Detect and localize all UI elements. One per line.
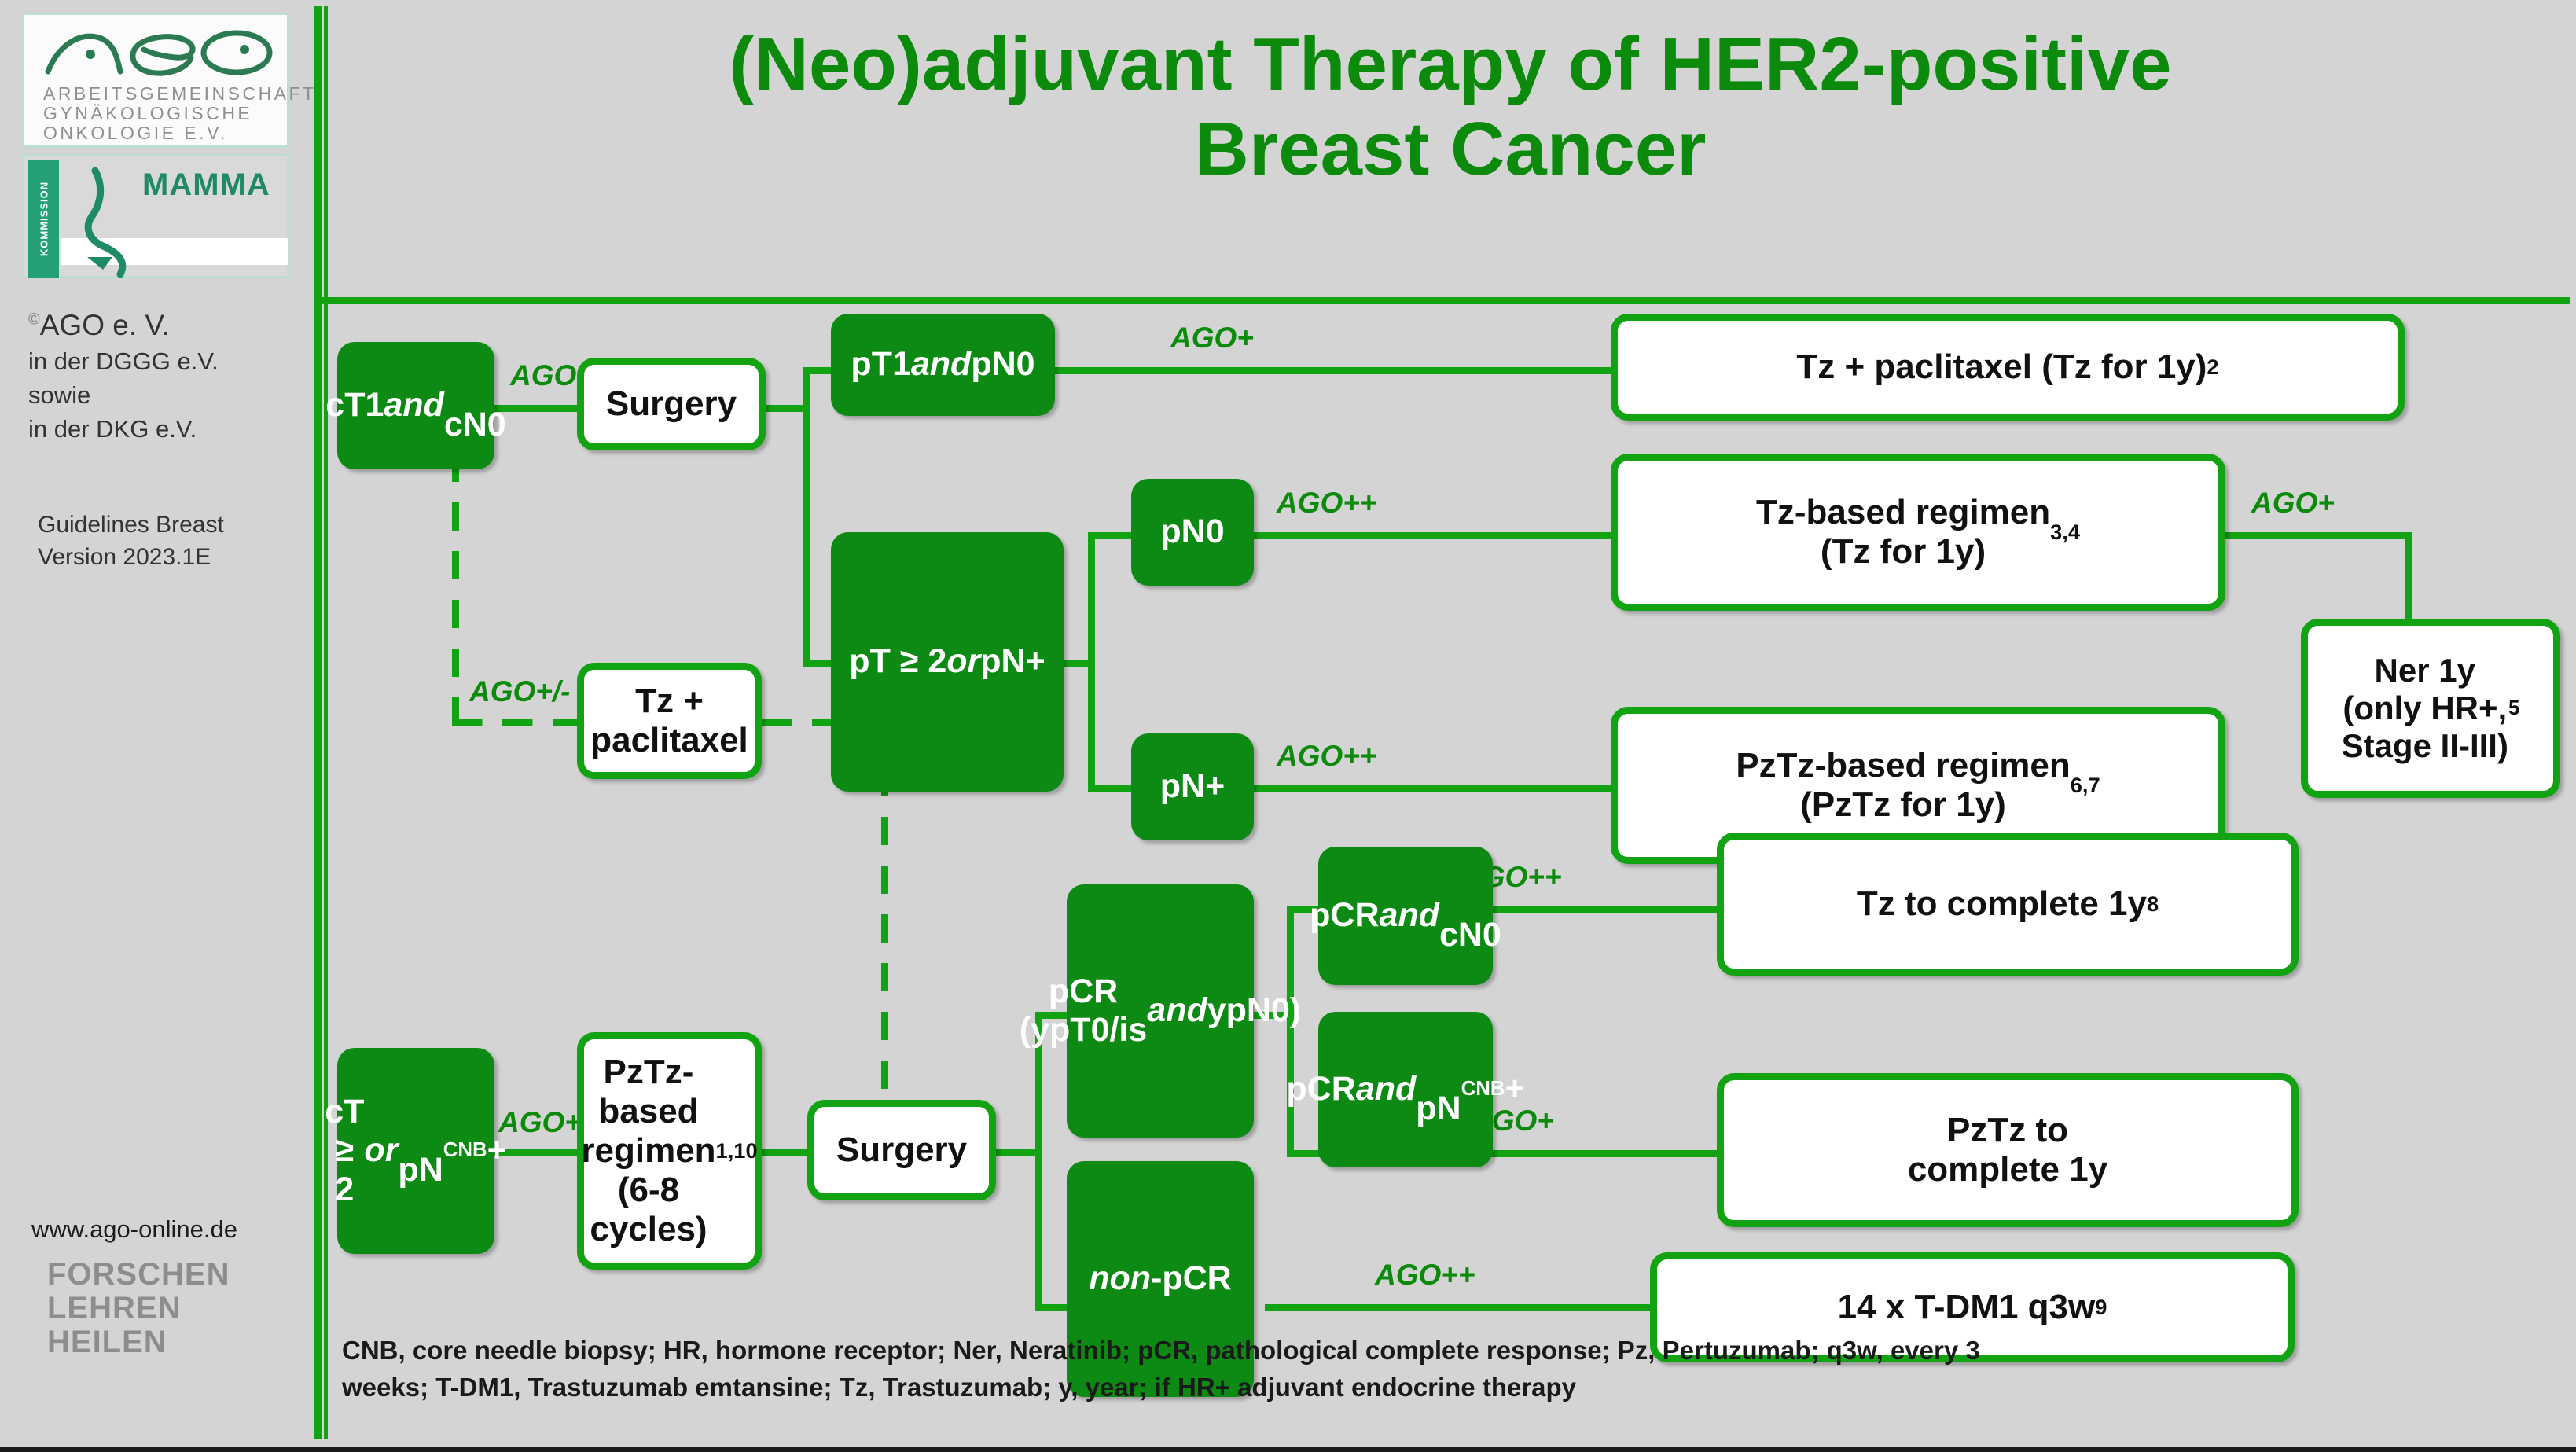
ago-label-ct1-tzpaclitaxel: AGO+/- [469, 675, 571, 708]
ago-label-tzregimen-ner: AGO+ [2251, 487, 2335, 519]
motto-line-1: FORSCHEN [47, 1257, 230, 1292]
organisation-line-3: sowie [28, 380, 91, 409]
page-title-line-1: (Neo)adjuvant Therapy of HER2-positive [729, 22, 2172, 106]
edge-surgery-to-nonpcr [1035, 1304, 1068, 1311]
organisation-block: ©AGO e. V. in der DGGG e.V. sowie in der… [28, 305, 296, 446]
mamma-logo-sidebar: KOMMISSION [28, 160, 59, 278]
edge-dashed-ct1-down [452, 454, 459, 725]
footnote: CNB, core needle biopsy; HR, hormone rec… [342, 1333, 2543, 1406]
edge-surgery-bottom-out [994, 1149, 1042, 1156]
ago-label-nonpcr-tdm1: AGO++ [1375, 1259, 1475, 1291]
sidebar: ARBEITSGEMEINSCHAFT GYNÄKOLOGISCHE ONKOL… [0, 0, 318, 1447]
sidebar-divider-rule-inner [324, 6, 328, 1439]
node-pn-plus[interactable]: pN+ [1131, 733, 1254, 840]
edge-dashed-down-to-surgery [881, 719, 888, 1140]
edge-tzregimen-to-ner [2224, 532, 2412, 539]
node-non-pcr[interactable]: non-pCR [1067, 1161, 1254, 1397]
ago-label-pn0-tzregimen: AGO++ [1277, 487, 1377, 519]
edge-surgery-to-pt1 [803, 367, 835, 374]
node-pt1-and-pn0[interactable]: pT1 and pN0 [831, 314, 1055, 416]
node-pn0[interactable]: pN0 [1131, 479, 1254, 586]
edge-ner-drop [2405, 532, 2412, 627]
motto-block: FORSCHEN LEHREN HEILEN [47, 1257, 230, 1360]
copyright-icon: © [28, 311, 40, 329]
ago-logo-line-1: ARBEITSGEMEINSCHAFT [43, 83, 317, 104]
edge-pztzcycles-to-surgery [762, 1149, 809, 1156]
guidelines-version: Version 2023.1E [38, 543, 211, 570]
page-title-line-2: Breast Cancer [1194, 106, 1707, 191]
node-tz-paclitaxel[interactable]: Tz +paclitaxel [577, 663, 762, 779]
organisation-name: ©AGO e. V. [28, 309, 170, 341]
edge-ct2-to-pztzcycles [494, 1149, 581, 1156]
edge-dashed-tzpaclitaxel-out [762, 719, 887, 726]
mamma-logo-sidebar-text: KOMMISSION [38, 181, 50, 257]
edge-pcr-out [1253, 1012, 1292, 1019]
edge-pt2-out [1060, 660, 1095, 667]
ago-logo-wordmark: ARBEITSGEMEINSCHAFT GYNÄKOLOGISCHE ONKOL… [43, 83, 317, 143]
edge-pcrpncnb-to-pztzcomplete [1438, 1150, 1721, 1157]
edge-pt2-split-vertical [1088, 532, 1095, 792]
ago-swoosh-icon [45, 30, 273, 76]
node-surgery-top[interactable]: Surgery [577, 358, 766, 450]
mamma-logo-wordmark: MAMMA [142, 167, 270, 202]
guidelines-version-block: Guidelines Breast Version 2023.1E [38, 509, 297, 573]
edge-nonpcr-to-tdm1 [1265, 1304, 1658, 1311]
edge-surgery-out [762, 405, 810, 412]
edge-pcr-split-vertical [1287, 906, 1294, 1156]
ago-logo-line-3: ONKOLOGIE E.V. [43, 123, 228, 143]
footnote-line-2: weeks; T-DM1, Trastuzumab emtansine; Tz,… [342, 1372, 1577, 1402]
edge-surgery-bottom-split [1035, 1012, 1042, 1310]
edge-pt1-to-tzpaclitaxel [1053, 367, 1611, 374]
ago-logo: ARBEITSGEMEINSCHAFT GYNÄKOLOGISCHE ONKOL… [22, 13, 317, 148]
node-tz-based-regimen[interactable]: Tz-based regimen(Tz for 1y)3,4 [1611, 454, 2225, 611]
guidelines-label: Guidelines Breast [38, 512, 224, 538]
node-surgery-bottom[interactable]: Surgery [807, 1100, 996, 1200]
node-tz-paclitaxel-1y[interactable]: Tz + paclitaxel (Tz for 1y)2 [1611, 314, 2405, 421]
edge-pt2-to-pnplus [1088, 785, 1135, 792]
ago-label-pnplus-pztz: AGO++ [1277, 740, 1377, 772]
edge-dashed-to-tzpaclitaxel [452, 719, 578, 726]
edge-surgery-split-vertical [803, 367, 810, 666]
edge-pcr-to-pcrcn0 [1287, 906, 1321, 913]
organisation-line-2: in der DGGG e.V. [28, 347, 219, 376]
edge-pcr-to-pcrpncnb [1287, 1150, 1321, 1157]
page-title: (Neo)adjuvant Therapy of HER2-positive B… [338, 22, 2563, 191]
website-link[interactable]: www.ago-online.de [31, 1215, 237, 1243]
edge-pcrcn0-to-tzcomplete [1438, 906, 1721, 913]
node-ner-1y[interactable]: Ner 1y(only HR+,Stage II-III)5 [2301, 619, 2560, 798]
edge-pn0-to-tzregimen [1253, 532, 1615, 539]
edge-surgery-to-pcr [1035, 1012, 1068, 1019]
edge-ct1-to-surgery [494, 405, 581, 412]
header-divider-rule [322, 297, 2570, 304]
motto-line-3: HEILEN [47, 1325, 167, 1360]
edge-pt2-to-pn0 [1088, 532, 1135, 539]
node-pt2-or-pnplus[interactable]: pT ≥ 2 or pN+ [831, 532, 1064, 792]
sidebar-divider-rule [314, 6, 322, 1439]
breast-silhouette-icon [84, 167, 127, 278]
flowchart: AGO+ AGO+ AGO++ AGO++ AGO+ AGO+/- AGO++ … [322, 304, 2576, 1447]
motto-line-2: LEHREN [47, 1291, 182, 1326]
ago-label-pt1-tzpaclitaxel: AGO+ [1170, 322, 1254, 354]
edge-pnplus-to-pztzregimen [1253, 785, 1615, 792]
organisation-line-4: in der DKG e.V. [28, 414, 197, 443]
mamma-logo: KOMMISSION MAMMA [22, 154, 289, 278]
footnote-line-1: CNB, core needle biopsy; HR, hormone rec… [342, 1336, 1980, 1365]
edge-surgery-to-pt2 [803, 660, 835, 667]
ago-logo-line-2: GYNÄKOLOGISCHE [43, 103, 253, 123]
